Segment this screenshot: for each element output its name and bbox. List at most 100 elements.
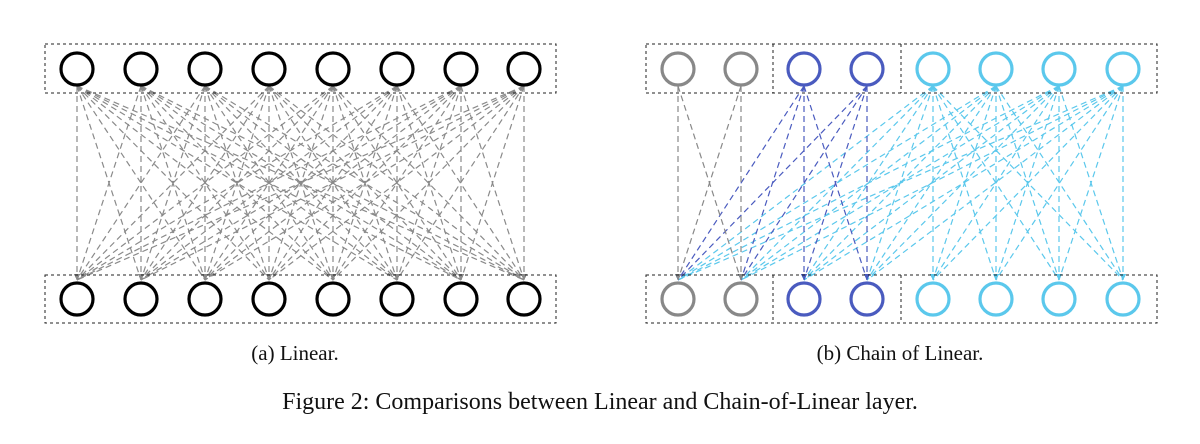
edge-b-6-0 (677, 85, 1060, 281)
edge-b-3-0 (677, 85, 868, 281)
edge-a-5-2 (204, 85, 398, 281)
output-node-a-5 (379, 281, 415, 317)
input-node-b-4 (915, 51, 951, 87)
edge-b-4-0 (677, 85, 934, 281)
input-node-b-3 (849, 51, 885, 87)
edge-a-3-1 (140, 85, 270, 281)
input-node-b-0 (660, 51, 696, 87)
edge-a-6-4 (332, 85, 462, 281)
edge-a-7-2 (204, 85, 525, 281)
edge-a-7-3 (268, 85, 525, 281)
output-node-b-4 (915, 281, 951, 317)
output-node-a-2 (187, 281, 223, 317)
edge-a-4-2 (204, 85, 334, 281)
input-layer-box-a (44, 43, 557, 94)
edge-b-2-0 (677, 85, 805, 281)
output-layer-box-a (44, 274, 557, 324)
panel-b-edges (675, 85, 1126, 281)
output-node-b-1 (723, 281, 759, 317)
edge-a-3-5 (268, 85, 398, 281)
input-node-a-3 (251, 51, 287, 87)
edge-a-0-2 (76, 85, 206, 281)
edge-a-1-4 (140, 85, 334, 281)
output-node-a-1 (123, 281, 159, 317)
edge-b-4-2 (803, 85, 934, 281)
panel-b-chain-of-linear-diagram (645, 43, 1158, 324)
panel-a-caption: (a) Linear. (251, 341, 339, 365)
input-node-a-0 (59, 51, 95, 87)
edge-b-6-3 (866, 85, 1060, 281)
edge-b-1-0 (677, 85, 742, 281)
output-node-b-0 (660, 281, 696, 317)
edge-b-5-0 (677, 85, 997, 281)
edge-a-7-1 (140, 85, 525, 281)
edge-b-6-4 (932, 85, 1060, 281)
edge-a-1-3 (140, 85, 270, 281)
edge-a-5-3 (268, 85, 398, 281)
edge-b-7-4 (932, 85, 1124, 281)
input-node-a-2 (187, 51, 223, 87)
output-node-b-3 (849, 281, 885, 317)
edge-a-5-4 (332, 85, 398, 281)
output-node-a-3 (251, 281, 287, 317)
edge-b-7-2 (803, 85, 1124, 281)
edge-a-2-4 (204, 85, 334, 281)
edge-a-0-3 (76, 85, 270, 281)
output-node-a-6 (443, 281, 479, 317)
edge-b-7-6 (1058, 85, 1124, 281)
edge-b-7-5 (995, 85, 1124, 281)
edge-a-7-5 (396, 85, 525, 281)
input-node-a-6 (443, 51, 479, 87)
edge-a-1-0 (76, 85, 142, 281)
edge-b-7-3 (866, 85, 1124, 281)
output-node-a-0 (59, 281, 95, 317)
edge-a-7-0 (76, 85, 525, 281)
edge-b-7-0 (677, 85, 1124, 281)
output-node-b-6 (1041, 281, 1077, 317)
input-node-b-7 (1105, 51, 1141, 87)
input-layer-box-b (645, 43, 1158, 94)
edge-b-7-1 (740, 85, 1124, 281)
edge-b-5-3 (866, 85, 997, 281)
output-node-b-2 (786, 281, 822, 317)
figure-caption: Figure 2: Comparisons between Linear and… (282, 389, 918, 415)
edge-a-6-1 (140, 85, 462, 281)
panel-a-linear-diagram (44, 43, 557, 324)
panel-a-edges (74, 85, 527, 281)
edge-b-3-2 (803, 85, 868, 281)
input-node-b-6 (1041, 51, 1077, 87)
edge-a-7-6 (460, 85, 525, 281)
edge-a-6-0 (76, 85, 462, 281)
edge-b-4-1 (740, 85, 934, 281)
input-node-a-7 (506, 51, 542, 87)
edge-b-6-1 (740, 85, 1060, 281)
panel-b-nodes (660, 51, 1141, 317)
edge-a-6-3 (268, 85, 462, 281)
input-node-b-2 (786, 51, 822, 87)
edge-b-3-1 (740, 85, 868, 281)
output-layer-box-b (645, 274, 1158, 324)
edge-a-2-0 (76, 85, 206, 281)
edge-a-4-1 (140, 85, 334, 281)
input-node-b-1 (723, 51, 759, 87)
output-node-a-4 (315, 281, 351, 317)
input-node-a-5 (379, 51, 415, 87)
panel-a-boxes (44, 43, 557, 324)
input-node-a-4 (315, 51, 351, 87)
input-node-a-1 (123, 51, 159, 87)
output-node-a-7 (506, 281, 542, 317)
edge-a-4-0 (76, 85, 334, 281)
output-node-b-7 (1105, 281, 1141, 317)
panel-b-boxes (645, 43, 1158, 324)
input-node-b-5 (978, 51, 1014, 87)
edge-a-5-0 (76, 85, 398, 281)
panel-b-caption: (b) Chain of Linear. (816, 341, 984, 365)
edge-a-7-4 (332, 85, 525, 281)
edge-a-3-0 (76, 85, 270, 281)
output-node-b-5 (978, 281, 1014, 317)
panel-a-nodes (59, 51, 542, 317)
edge-a-4-6 (332, 85, 462, 281)
edge-b-5-2 (803, 85, 997, 281)
edge-a-3-2 (204, 85, 270, 281)
